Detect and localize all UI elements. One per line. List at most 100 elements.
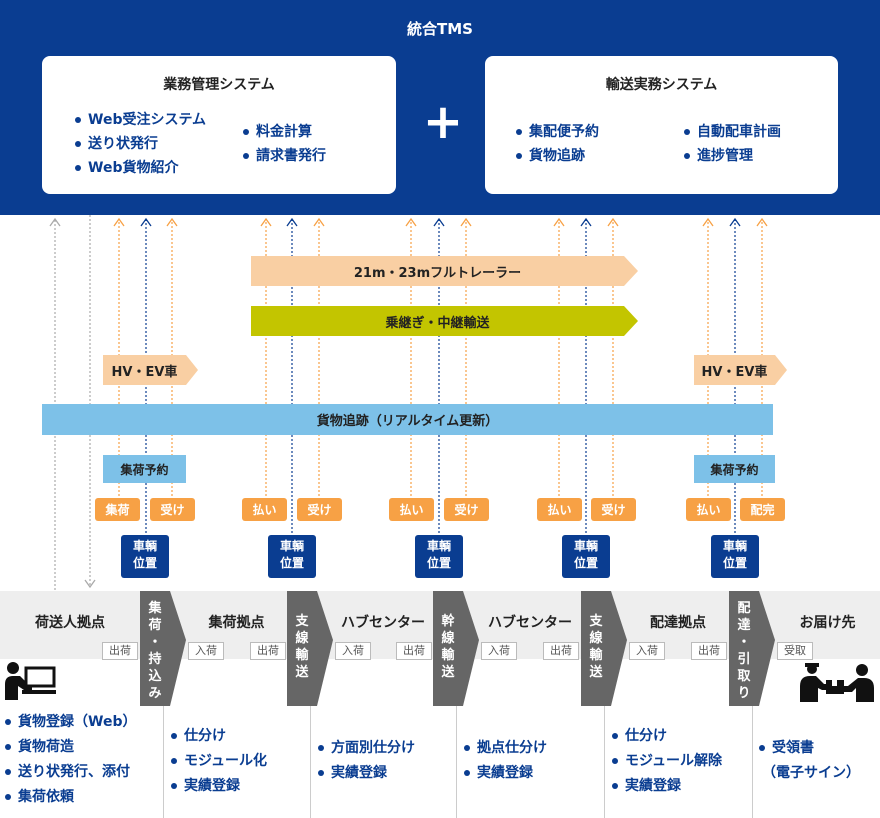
transport-system-title: 輸送実務システム	[605, 77, 718, 93]
delivery-handover-icon	[800, 663, 874, 702]
divider	[310, 706, 311, 818]
tag-out: 出荷	[543, 642, 579, 660]
business-system-box: 業務管理システム Web受注システム 送り状発行 Web貨物紹介 料金計算 請求…	[42, 56, 396, 194]
business-system-title: 業務管理システム	[163, 77, 275, 93]
person-computer-icon	[5, 662, 56, 700]
tag-delivered: 配完	[740, 498, 785, 521]
list-item-continued: （電子サイン）	[762, 765, 860, 781]
node-delivery-base: 配達拠点	[650, 615, 706, 631]
list-item: 料金計算	[242, 120, 326, 144]
trailer-band-shape	[251, 256, 638, 286]
vehicle-position-4: 車輌位置	[562, 535, 610, 578]
destination-tasks: 受領書 （電子サイン）	[758, 736, 860, 786]
list-item: Web受注システム	[74, 108, 206, 132]
trailer-band: 21m・23mフルトレーラー	[353, 265, 522, 281]
list-item: 実績登録	[170, 774, 267, 799]
divider	[456, 706, 457, 818]
chevron-shape	[287, 591, 333, 706]
shipper-tasks: 貨物登録（Web） 貨物荷造 送り状発行、添付 集荷依頼	[4, 710, 136, 810]
tag-dispatch: 払い	[242, 498, 287, 521]
arrowhead-up	[166, 217, 178, 227]
chevron-shape	[729, 591, 775, 706]
list-item: 仕分け	[170, 724, 267, 749]
divider	[163, 706, 164, 818]
arrowhead-up	[702, 217, 714, 227]
hv-ev-left: HV・EV車	[111, 364, 178, 380]
divider	[752, 706, 753, 818]
arrowhead-up	[553, 217, 565, 227]
node-shipper: 荷送人拠点	[35, 615, 105, 631]
transport-list-1: 集配便予約 貨物追跡	[515, 120, 599, 168]
pickup-reserve-left: 集荷予約	[103, 455, 186, 483]
pickup-base-tasks: 仕分け モジュール化 実績登録	[170, 724, 267, 799]
tms-title: 統合TMS	[407, 20, 473, 38]
node-hub-1: ハブセンター	[341, 615, 425, 631]
list-item: 実績登録	[317, 761, 415, 786]
chevron-pickup-label: 集荷・持込み	[148, 601, 162, 701]
list-item: 貨物追跡	[515, 144, 599, 168]
relay-band-shape	[251, 306, 638, 336]
arrowhead-down	[84, 579, 96, 589]
tag-receive: 受け	[444, 498, 489, 521]
hub1-tasks: 方面別仕分け 実績登録	[317, 736, 415, 786]
arrowhead-up	[460, 217, 472, 227]
vehicle-position-3: 車輌位置	[415, 535, 463, 578]
tag-in: 入荷	[335, 642, 371, 660]
list-item: 実績登録	[611, 774, 722, 799]
list-item: Web貨物紹介	[74, 156, 206, 180]
arrowhead-up	[260, 217, 272, 227]
vehicle-position-5: 車輌位置	[711, 535, 759, 578]
hub2-tasks: 拠点仕分け 実績登録	[463, 736, 547, 786]
tag-out: 出荷	[250, 642, 286, 660]
chevron-delivery-label: 配達・引取り	[737, 601, 751, 701]
list-item: 拠点仕分け	[463, 736, 547, 761]
arrowhead-up	[729, 217, 741, 227]
tag-dispatch: 払い	[389, 498, 434, 521]
list-item: 実績登録	[463, 761, 547, 786]
list-item: モジュール化	[170, 749, 267, 774]
arrowhead-up	[313, 217, 325, 227]
chevron-shape	[581, 591, 627, 706]
arrowhead-up	[607, 217, 619, 227]
list-item: 貨物荷造	[4, 735, 136, 760]
hv-left-shape	[103, 355, 198, 385]
chevron-shape	[140, 591, 186, 706]
vehicle-position-1: 車輌位置	[121, 535, 169, 578]
delivery-base-tasks: 仕分け モジュール解除 実績登録	[611, 724, 722, 799]
list-item: 進捗管理	[683, 144, 781, 168]
tag-out: 出荷	[396, 642, 432, 660]
tag-pickup: 集荷	[95, 498, 140, 521]
list-item: 自動配車計画	[683, 120, 781, 144]
business-list-1: Web受注システム 送り状発行 Web貨物紹介	[74, 108, 206, 180]
chevron-shape	[433, 591, 479, 706]
node-hub-2: ハブセンター	[488, 615, 572, 631]
tag-in: 入荷	[481, 642, 517, 660]
business-list-2: 料金計算 請求書発行	[242, 120, 326, 168]
list-item: 集荷依頼	[4, 785, 136, 810]
chevron-branch-label-2: 支線輸送	[589, 614, 603, 680]
tag-receive: 受け	[591, 498, 636, 521]
chevron-trunk-label: 幹線輸送	[441, 614, 455, 680]
list-item: 受領書	[758, 736, 860, 761]
arrowhead-up	[405, 217, 417, 227]
list-item: 貨物登録（Web）	[4, 710, 136, 735]
chevron-branch-label-1: 支線輸送	[295, 614, 309, 680]
plus-sign: +	[422, 94, 464, 150]
list-item: 方面別仕分け	[317, 736, 415, 761]
list-item: 請求書発行	[242, 144, 326, 168]
arrowhead-up	[49, 217, 61, 227]
arrowhead-up	[756, 217, 768, 227]
tag-in: 入荷	[629, 642, 665, 660]
hv-right-shape	[694, 355, 787, 385]
list-item: モジュール解除	[611, 749, 722, 774]
tag-receive: 受け	[150, 498, 195, 521]
arrowhead-up	[580, 217, 592, 227]
arrowhead-up	[433, 217, 445, 227]
tag-dispatch: 払い	[537, 498, 582, 521]
divider	[604, 706, 605, 818]
arrowhead-up	[113, 217, 125, 227]
tag-receive: 受取	[777, 642, 813, 660]
list-item: 集配便予約	[515, 120, 599, 144]
tag-receive: 受け	[297, 498, 342, 521]
